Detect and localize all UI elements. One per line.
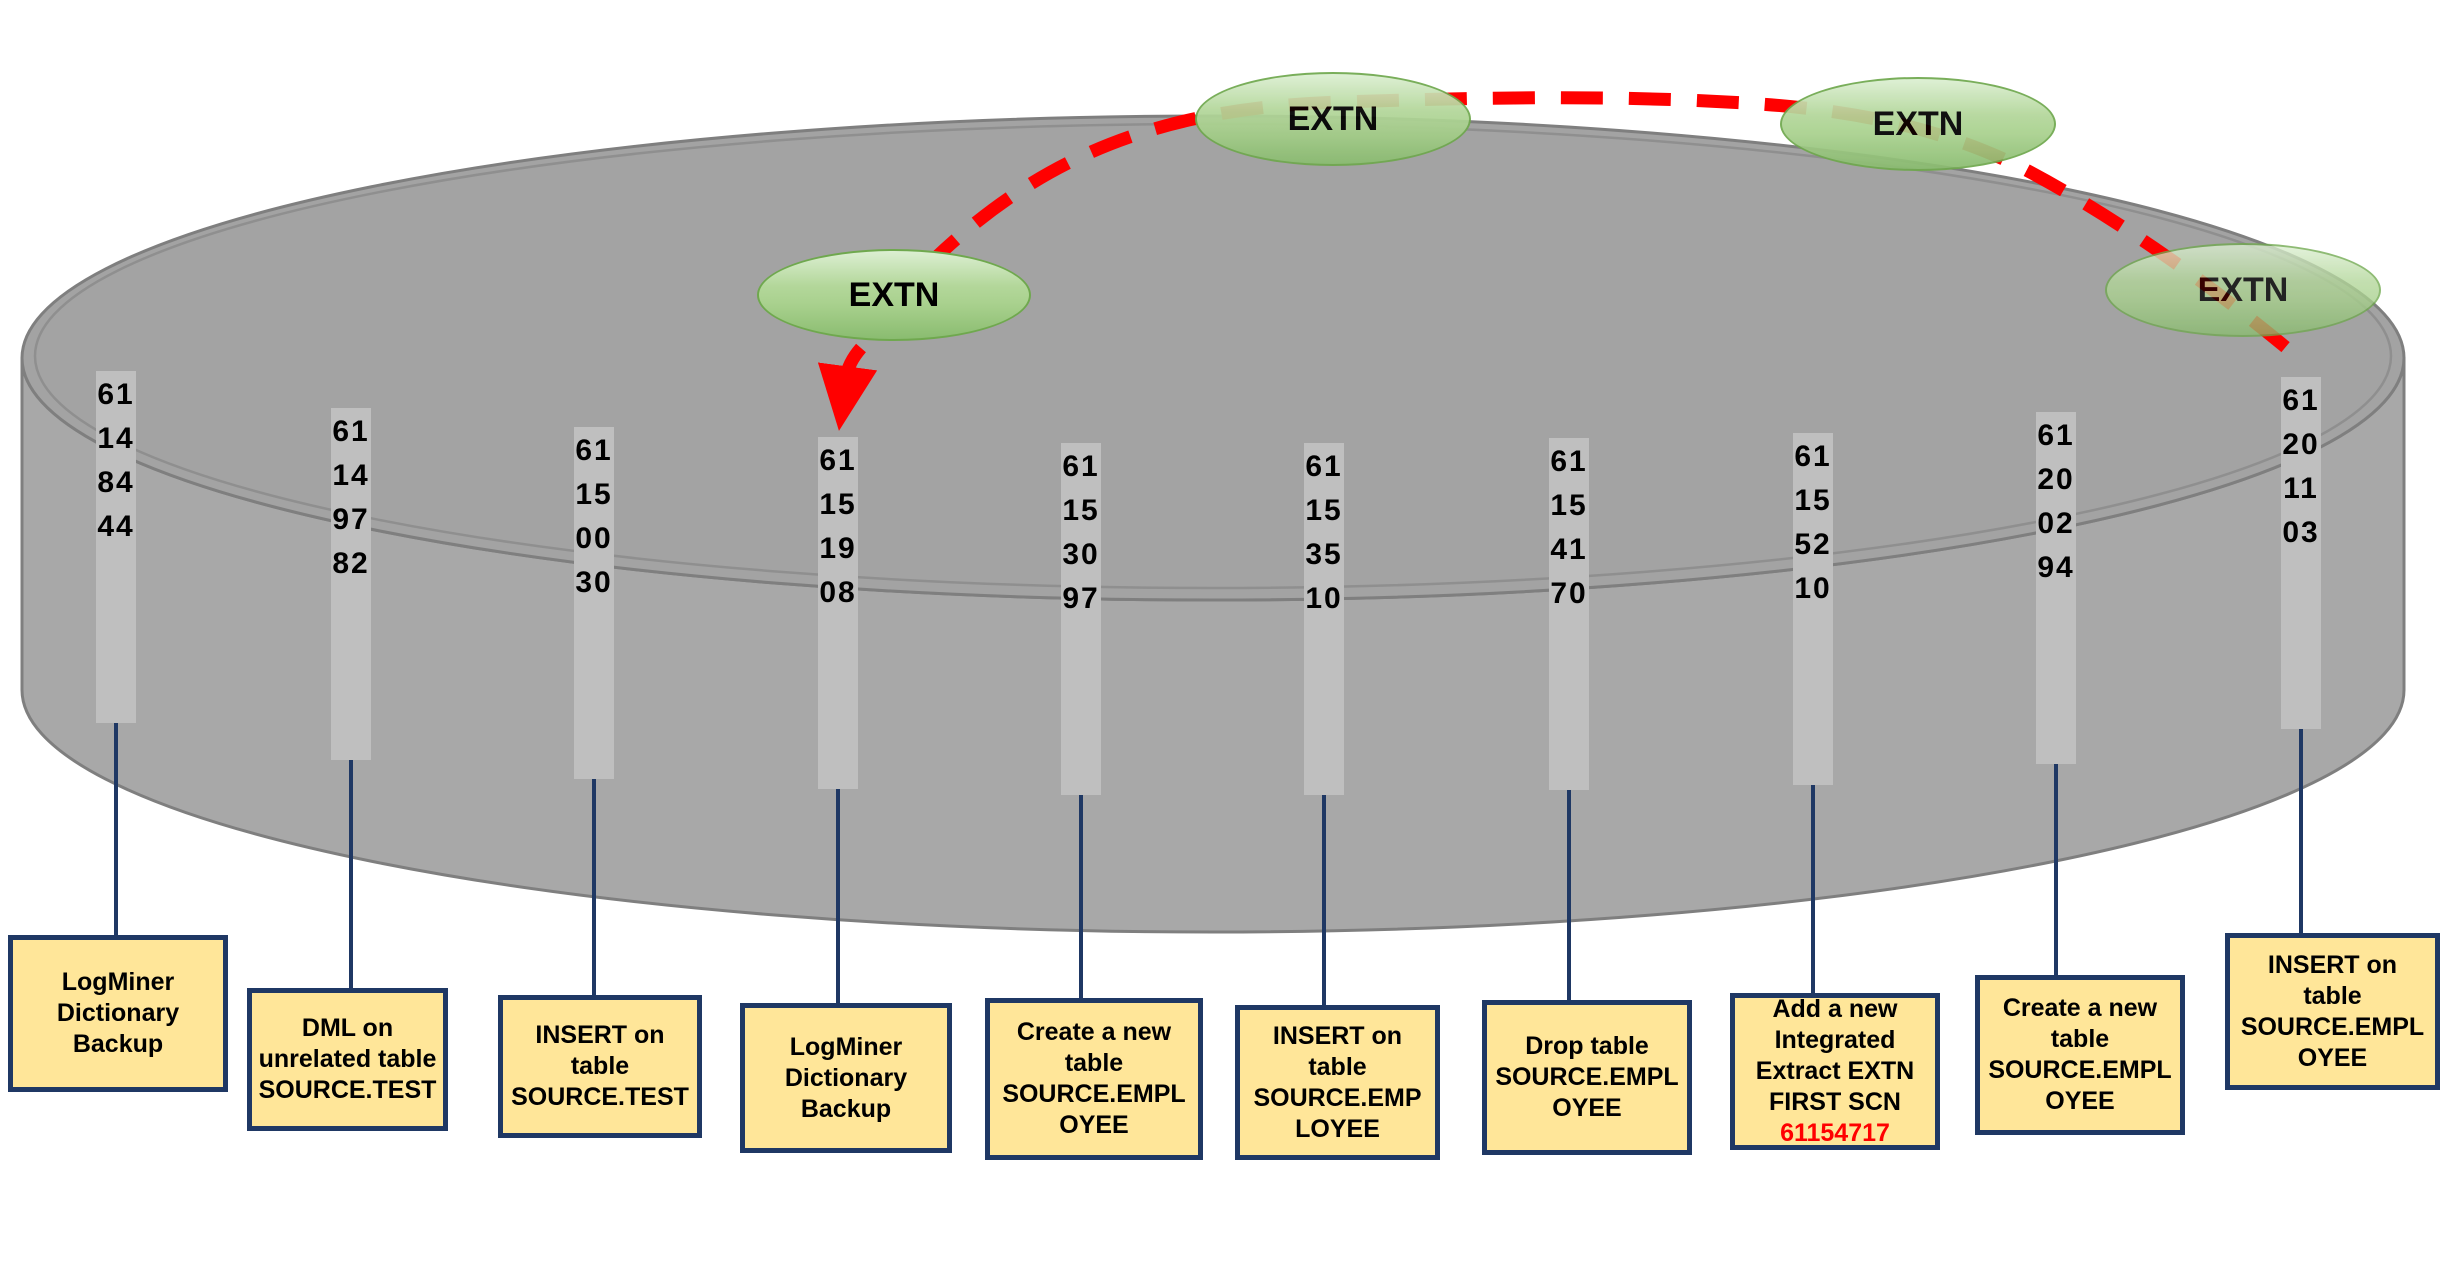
event-label: Create a new table SOURCE.EMPLOYEE (1988, 994, 2172, 1115)
connector-lines (114, 723, 2303, 1013)
event-box-logminer-backup-1: LogMiner Dictionary Backup (8, 935, 228, 1092)
scn-strip-9: 61200294 (2036, 412, 2076, 764)
scn-strip-5: 61153097 (1061, 443, 1101, 795)
event-label: LogMiner Dictionary Backup (784, 1032, 908, 1123)
event-box-add-extract: Add a new Integrated Extract EXTN FIRST … (1730, 993, 1940, 1150)
scn-strip-1: 61148444 (96, 371, 136, 723)
scn-strip-6: 61153510 (1304, 443, 1344, 795)
scn-strip-2: 61149782 (331, 408, 371, 760)
event-box-drop-employee: Drop table SOURCE.EMPLOYEE (1482, 1000, 1692, 1155)
event-box-create-employee-1: Create a new table SOURCE.EMPLOYEE (985, 998, 1203, 1160)
event-label: DML on unrelated table SOURCE.TEST (258, 1014, 437, 1104)
event-label: Drop table SOURCE.EMPLOYEE (1495, 1032, 1679, 1122)
event-label: INSERT on table SOURCE.EMPLOYEE (2240, 950, 2425, 1072)
scn-strip-8: 61155210 (1793, 433, 1833, 785)
event-box-insert-test: INSERT on table SOURCE.TEST (498, 995, 702, 1138)
event-box-insert-employee-2: INSERT on table SOURCE.EMPLOYEE (2225, 933, 2440, 1090)
scn-strip-4: 61151908 (818, 437, 858, 789)
scn-strip-10: 61201103 (2281, 377, 2321, 729)
first-scn-value: 61154717 (1780, 1119, 1890, 1147)
event-label: Create a new table SOURCE.EMPLOYEE (1002, 1018, 1186, 1139)
event-label: INSERT on table SOURCE.TEST (511, 1021, 689, 1111)
event-box-logminer-backup-2: LogMiner Dictionary Backup (740, 1003, 952, 1153)
event-box-create-employee-2: Create a new table SOURCE.EMPLOYEE (1975, 975, 2185, 1135)
extract-start-arrow (817, 343, 878, 431)
extn-node-right-edge: EXTN (2105, 243, 2381, 337)
extract-path-dashed (920, 91, 2300, 360)
event-label: Add a new Integrated Extract EXTN FIRST … (1755, 995, 1915, 1116)
extn-node-on-cylinder: EXTN (757, 249, 1031, 341)
scn-strip-7: 61154170 (1549, 438, 1589, 790)
extn-node-top-right: EXTN (1780, 77, 2056, 171)
event-label: LogMiner Dictionary Backup (56, 968, 180, 1058)
scn-strip-3: 61150030 (574, 427, 614, 779)
event-box-dml-unrelated: DML on unrelated table SOURCE.TEST (247, 988, 448, 1131)
event-box-insert-employee-1: INSERT on table SOURCE.EMPLOYEE (1235, 1005, 1440, 1160)
extn-node-top-left: EXTN (1195, 72, 1471, 166)
event-label: INSERT on table SOURCE.EMPLOYEE (1253, 1021, 1422, 1143)
